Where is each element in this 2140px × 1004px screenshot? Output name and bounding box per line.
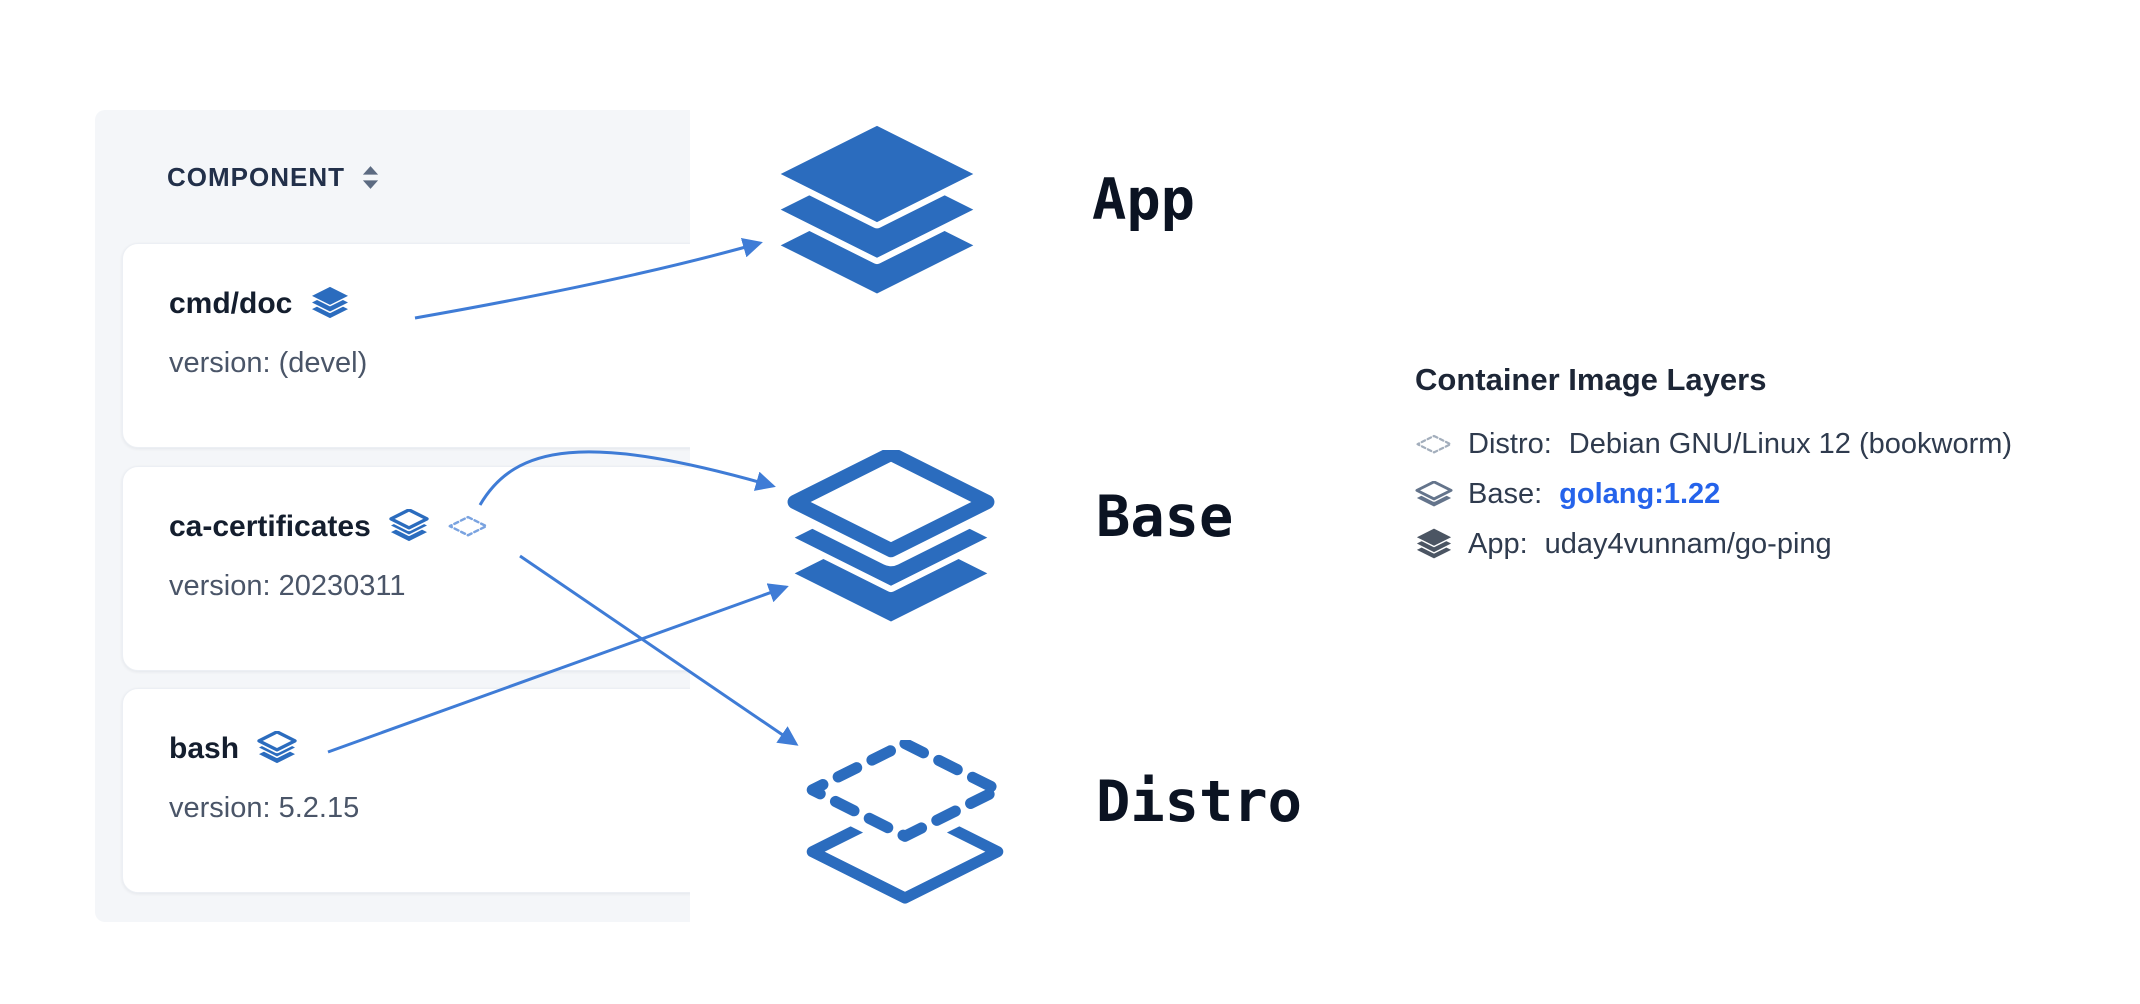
layers-base-icon (257, 731, 298, 765)
layers-base-icon (388, 509, 429, 543)
layers-solid-icon (310, 286, 350, 320)
base-stack-icon (784, 450, 998, 628)
legend-prefix: App: (1468, 528, 1528, 560)
component-version: version: 5.2.15 (169, 792, 360, 824)
component-column-header[interactable]: COMPONENT (167, 162, 380, 193)
sort-updown-icon[interactable] (361, 164, 380, 191)
distro-stack-icon (802, 740, 1008, 904)
legend: Container Image Layers Distro: Debian GN… (1415, 362, 2075, 578)
component-version: version: (devel) (169, 347, 368, 379)
base-label: Base (1096, 484, 1234, 550)
component-name: bash (169, 731, 240, 765)
component-header-label: COMPONENT (167, 162, 345, 192)
layers-base-icon (1415, 481, 1453, 508)
diamond-dashed-icon (448, 515, 488, 537)
legend-item-base: Base: golang:1.22 (1415, 478, 2075, 511)
legend-prefix: Distro: (1468, 428, 1552, 460)
component-version: version: 20230311 (169, 570, 406, 602)
distro-label: Distro (1096, 769, 1302, 835)
component-row-ca-certificates[interactable]: ca-certificates version: 20230311 (122, 466, 690, 671)
layers-solid-icon (1415, 528, 1453, 561)
component-table-panel: COMPONENT cmd/doc version: (devel) ca-ce… (95, 110, 690, 922)
base-image-link[interactable]: golang:1.22 (1559, 478, 1721, 510)
app-stack-icon (774, 122, 980, 300)
legend-item-app: App: uday4vunnam/go-ping (1415, 528, 2075, 561)
component-name: cmd/doc (169, 286, 293, 320)
legend-value: Debian GNU/Linux 12 (bookworm) (1568, 428, 2013, 460)
legend-value: uday4vunnam/go-ping (1544, 528, 1832, 560)
app-label: App (1092, 167, 1195, 233)
component-row-cmd-doc[interactable]: cmd/doc version: (devel) (122, 243, 690, 448)
component-row-bash[interactable]: bash version: 5.2.15 (122, 688, 690, 893)
legend-item-distro: Distro: Debian GNU/Linux 12 (bookworm) (1415, 428, 2075, 461)
component-name: ca-certificates (169, 509, 371, 543)
diamond-dashed-icon (1415, 434, 1453, 455)
legend-prefix: Base: (1468, 478, 1543, 510)
legend-title: Container Image Layers (1415, 362, 1767, 397)
